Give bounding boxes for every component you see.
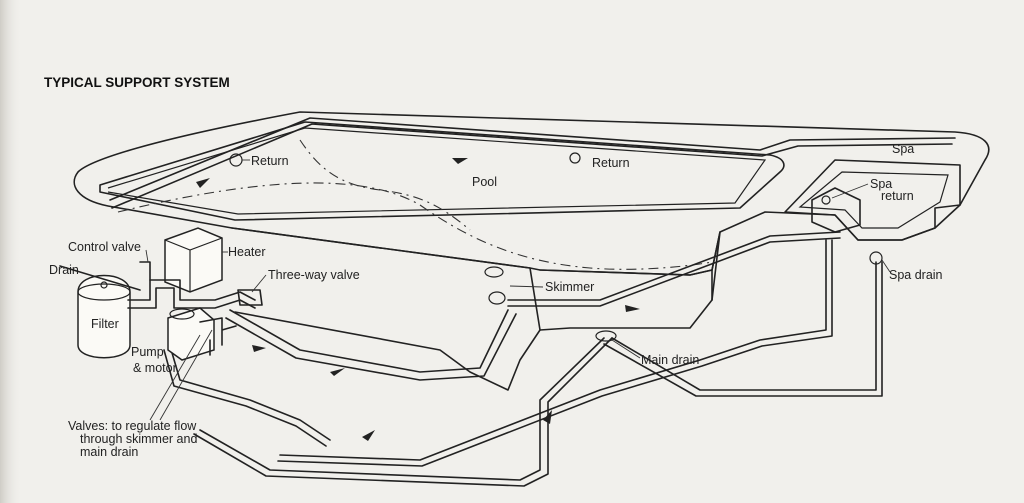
return-pipe-top xyxy=(109,117,956,201)
equipment-to-pool-line xyxy=(229,309,509,373)
drain-pipe xyxy=(59,265,141,291)
pool-inner-rim-2 xyxy=(107,127,767,215)
equipment-drain-line-2 xyxy=(163,349,327,447)
pool-deep-end-wall xyxy=(711,231,721,301)
flow-arrow-2 xyxy=(452,158,468,164)
label-pool: Pool xyxy=(472,175,497,189)
label-spa-return-1: Spa xyxy=(870,177,892,191)
filter-tank-top xyxy=(77,283,131,301)
pool-return-right-fitting xyxy=(569,152,581,164)
label-valves-3: main drain xyxy=(80,445,138,459)
label-pump-2: & motor xyxy=(133,361,177,375)
pump-motor xyxy=(167,307,215,361)
label-spa: Spa xyxy=(892,142,914,156)
label-valves-2: through skimmer and xyxy=(80,432,197,446)
regulating-valves xyxy=(199,317,237,356)
label-filter: Filter xyxy=(91,317,119,331)
leader-spa-drain xyxy=(881,259,891,273)
spa-return-line-2 xyxy=(277,239,833,467)
leader-control-valve xyxy=(145,249,149,263)
leader-main-drain xyxy=(611,339,641,359)
leader-three-way-valve xyxy=(251,274,267,293)
flow-arrow-7 xyxy=(252,345,266,352)
heater-top xyxy=(164,237,223,292)
control-valve-stem xyxy=(139,261,151,281)
pool-deck-outline xyxy=(73,111,990,276)
equipment-drain-line xyxy=(169,345,331,441)
pool-front-wall xyxy=(231,227,541,391)
filter-gauge xyxy=(100,281,108,289)
label-drain: Drain xyxy=(49,263,79,277)
leader-spa-return xyxy=(831,183,869,199)
leader-valves-2 xyxy=(159,329,213,421)
equipment-manifold-2 xyxy=(127,287,256,309)
flow-arrow-3 xyxy=(625,305,640,312)
spa-return-inlet xyxy=(821,195,831,205)
spa-drain-line xyxy=(611,261,877,391)
leader-skimmer xyxy=(509,285,544,288)
pump-strainer xyxy=(169,308,195,320)
spa-drain-line-2 xyxy=(603,261,883,397)
main-drain-line xyxy=(199,337,605,481)
flow-arrow-4 xyxy=(330,368,345,376)
label-three-way-valve: Three-way valve xyxy=(268,268,360,282)
label-skimmer: Skimmer xyxy=(545,280,594,294)
flow-arrow-6 xyxy=(543,410,552,424)
flow-arrow-5 xyxy=(362,430,375,441)
spa-bench xyxy=(811,187,861,233)
label-control-valve: Control valve xyxy=(68,240,141,254)
flow-arrow-1 xyxy=(196,178,210,188)
label-return-left: Return xyxy=(251,154,289,168)
three-way-valve-body xyxy=(237,289,263,306)
label-pump-1: Pump xyxy=(131,345,164,359)
equipment-to-pool-line-2 xyxy=(225,313,517,381)
label-main-drain: Main drain xyxy=(641,353,699,367)
pool-depth-line xyxy=(117,182,713,270)
main-drain-grate xyxy=(595,330,617,342)
skimmer-line xyxy=(507,231,841,301)
pool-inner-rim xyxy=(99,121,785,221)
label-spa-return-2: return xyxy=(881,189,914,203)
spa-inner xyxy=(798,171,949,229)
return-pipe-top-2 xyxy=(111,123,953,209)
page-binding-shadow xyxy=(0,0,22,503)
skimmer-opening xyxy=(484,266,504,278)
heater-body xyxy=(164,227,223,293)
spa-outline xyxy=(784,159,961,241)
spa-return-line xyxy=(279,239,827,461)
label-valves-1: Valves: to regulate flow xyxy=(68,419,197,433)
equipment-manifold xyxy=(127,279,256,301)
label-return-right: Return xyxy=(592,156,630,170)
pool-depth-line-2 xyxy=(299,139,471,231)
skimmer-box xyxy=(488,291,506,305)
diagram-title: TYPICAL SUPPORT SYSTEM xyxy=(44,75,230,90)
label-spa-drain: Spa drain xyxy=(889,268,943,282)
label-heater: Heater xyxy=(228,245,266,259)
leader-valves xyxy=(149,334,201,421)
main-drain-line-2 xyxy=(193,337,613,487)
skimmer-line-2 xyxy=(507,237,841,307)
filter-tank xyxy=(77,274,131,359)
